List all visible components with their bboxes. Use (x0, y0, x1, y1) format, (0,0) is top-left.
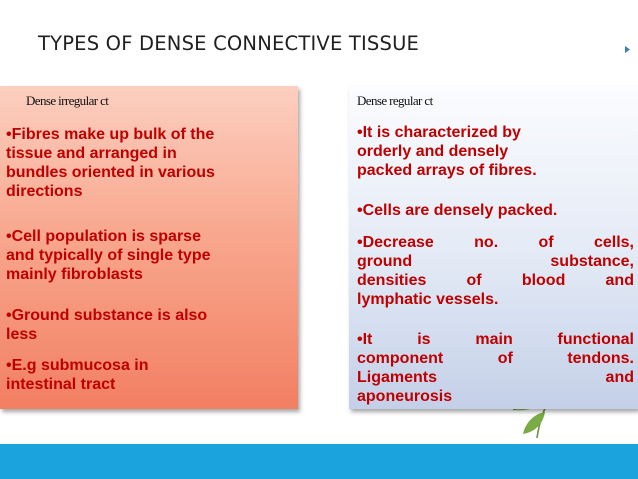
slide-title: TYPES OF DENSE CONNECTIVE TISSUE (38, 32, 420, 55)
corner-arrow-icon (625, 46, 630, 53)
bullet-item: •Ground substance is also less (6, 307, 208, 343)
bullet-item: •It is characterized by orderly and dens… (357, 124, 537, 179)
dense-irregular-panel: Dense irregular ct •Fibres make up bulk … (0, 86, 298, 409)
bullet-item: •Fibres make up bulk of the tissue and a… (6, 126, 215, 200)
footer-accent-band (0, 444, 638, 479)
bullet-item: •Cell population is sparse and typically… (6, 228, 211, 283)
panel-heading-dense-regular: Dense regular ct (357, 93, 433, 108)
dense-regular-panel: Dense regular ct •It is characterized by… (349, 86, 638, 409)
panel-heading-dense-irregular: Dense irregular ct (26, 93, 109, 108)
bullet-item: •E.g submucosa in intestinal tract (6, 357, 149, 393)
bullet-item: •Cells are densely packed. (357, 202, 558, 219)
